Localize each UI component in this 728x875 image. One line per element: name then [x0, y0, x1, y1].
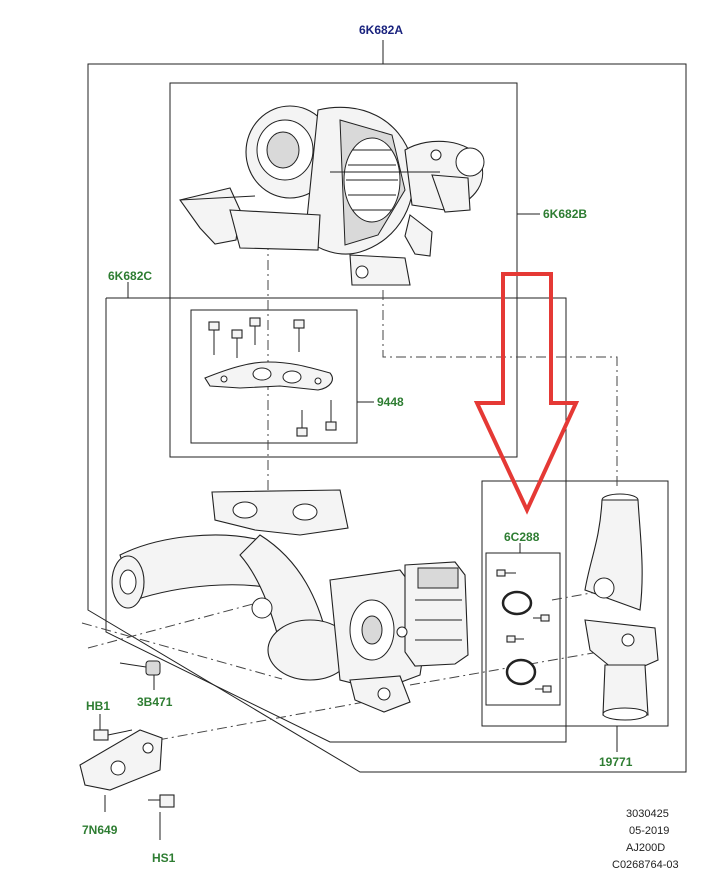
exhaust-manifold-icon [111, 489, 431, 713]
label-screw-hs1: HS1 [152, 851, 176, 865]
label-bolt-hb1: HB1 [86, 699, 110, 713]
bracket-bolt-icon [93, 714, 133, 741]
gasket-icon [204, 361, 333, 391]
label-pipe: 19771 [599, 755, 633, 769]
gasket-kit-box [190, 309, 358, 444]
reference-date: 05-2019 [629, 825, 669, 837]
stud-icon [119, 660, 161, 690]
label-gasket-kit: 9448 [377, 395, 404, 409]
bracket-icon [79, 729, 163, 812]
oring-kit-box [485, 552, 561, 706]
label-assembly-main: 6K682A [359, 23, 403, 37]
oring-icon [501, 590, 537, 686]
small-bolt-icon [496, 569, 552, 693]
label-oring-kit: 6C288 [504, 530, 540, 544]
actuator-icon [396, 561, 469, 667]
assembly-frame [87, 40, 687, 773]
bolt-icon [208, 317, 337, 437]
pipe-icon [584, 493, 659, 721]
label-manifold-sub: 6K682C [108, 269, 152, 283]
screw-icon [148, 794, 175, 840]
oring-kit-frame [481, 480, 669, 727]
reference-number: 3030425 [626, 808, 669, 820]
reference-code: C0268764-03 [612, 859, 679, 871]
reference-engine: AJ200D [626, 842, 665, 854]
label-bracket: 7N649 [82, 823, 118, 837]
highlight-arrow [473, 272, 580, 515]
manifold-frame [105, 297, 567, 743]
turbo-frame [169, 82, 518, 458]
label-turbo-sub: 6K682B [543, 207, 587, 221]
turbocharger-icon [179, 105, 485, 286]
label-stud: 3B471 [137, 695, 173, 709]
